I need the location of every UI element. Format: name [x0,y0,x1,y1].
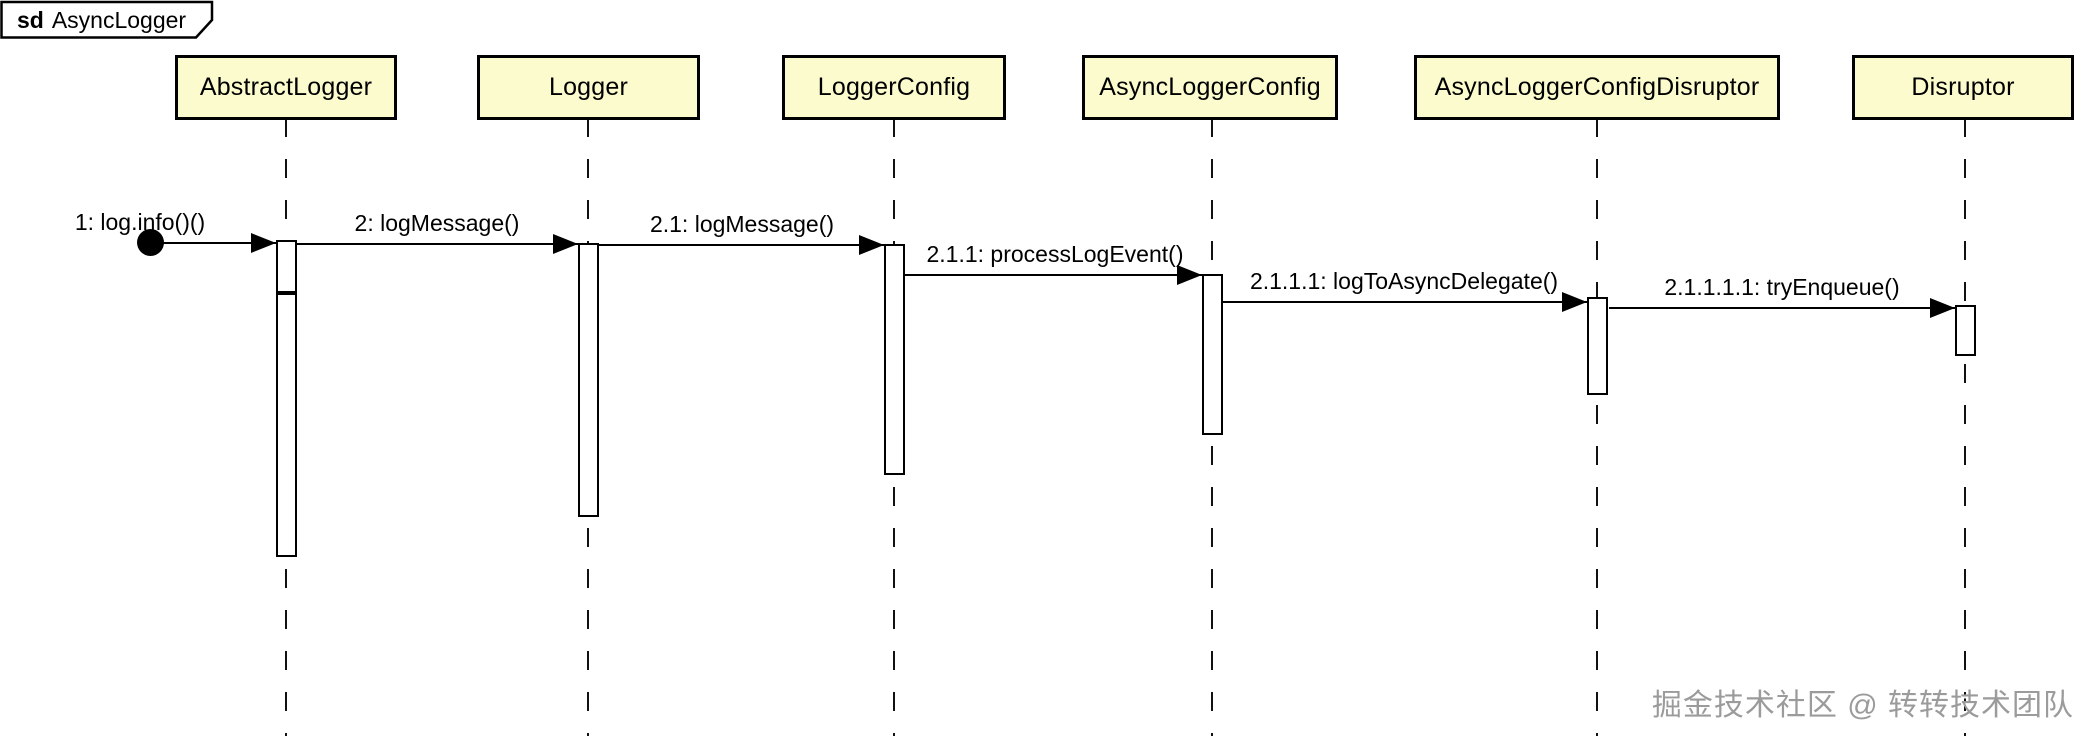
frame-keyword: sd [17,7,44,33]
lifeline-label: AsyncLoggerConfigDisruptor [1434,73,1760,101]
lifeline-head-abstractlogger: AbstractLogger [175,55,397,120]
lifeline-label: LoggerConfig [817,73,971,101]
activation-bar-asyncloggerconfig [1202,274,1223,435]
lifeline-head-logger: Logger [477,55,700,120]
lifeline-head-asyncloggerconfigdisruptor: AsyncLoggerConfigDisruptor [1414,55,1780,120]
frame-label: sd AsyncLogger [17,7,186,34]
lifeline-head-asyncloggerconfig: AsyncLoggerConfig [1082,55,1338,120]
message-label: 2: logMessage() [354,210,520,236]
lifeline-label: Logger [548,73,629,101]
message-label: 2.1: logMessage() [649,211,835,237]
activation-bar-abstractlogger [276,240,297,293]
message-label: 2.1.1: processLogEvent() [926,241,1184,267]
lifeline-label: AsyncLoggerConfig [1099,73,1321,101]
arrowhead-icon [1177,265,1202,285]
message-label: 2.1.1.1.1: tryEnqueue() [1664,274,1900,300]
lifeline-label: AbstractLogger [199,73,373,101]
activation-bar-disruptor [1955,305,1976,356]
lifeline-label: Disruptor [1911,73,2015,101]
activation-bar-loggerconfig [884,244,905,475]
frame-tab-icon [0,0,214,39]
activation-bar-asyncloggerconfigdisruptor [1587,297,1608,395]
arrowhead-icon [1930,298,1955,318]
message-line-2.1.1 [905,274,1202,276]
lifeline-head-loggerconfig: LoggerConfig [782,55,1006,120]
message-line-2.1 [599,244,884,246]
found-message-circle [137,229,164,256]
message-line-1 [150,242,276,244]
arrowhead-icon [859,235,884,255]
message-line-2.1.1.1.1 [1609,307,1955,309]
lifeline-head-disruptor: Disruptor [1852,55,2074,120]
message-label: 1: log.info()() [74,209,206,235]
arrowhead-icon [1562,292,1587,312]
watermark-text: 掘金技术社区 @ 转转技术团队 [1651,689,2074,722]
arrowhead-icon [251,233,276,253]
message-line-2 [297,243,578,245]
activation-bar-abstractlogger [276,293,297,557]
message-label: 2.1.1.1: logToAsyncDelegate() [1249,268,1559,294]
lifeline-asyncloggerconfigdisruptor [1596,118,1598,736]
message-line-2.1.1.1 [1223,301,1587,303]
arrowhead-icon [553,234,578,254]
frame-name: AsyncLogger [51,7,187,33]
activation-bar-logger [578,243,599,517]
lifeline-disruptor [1964,118,1966,736]
